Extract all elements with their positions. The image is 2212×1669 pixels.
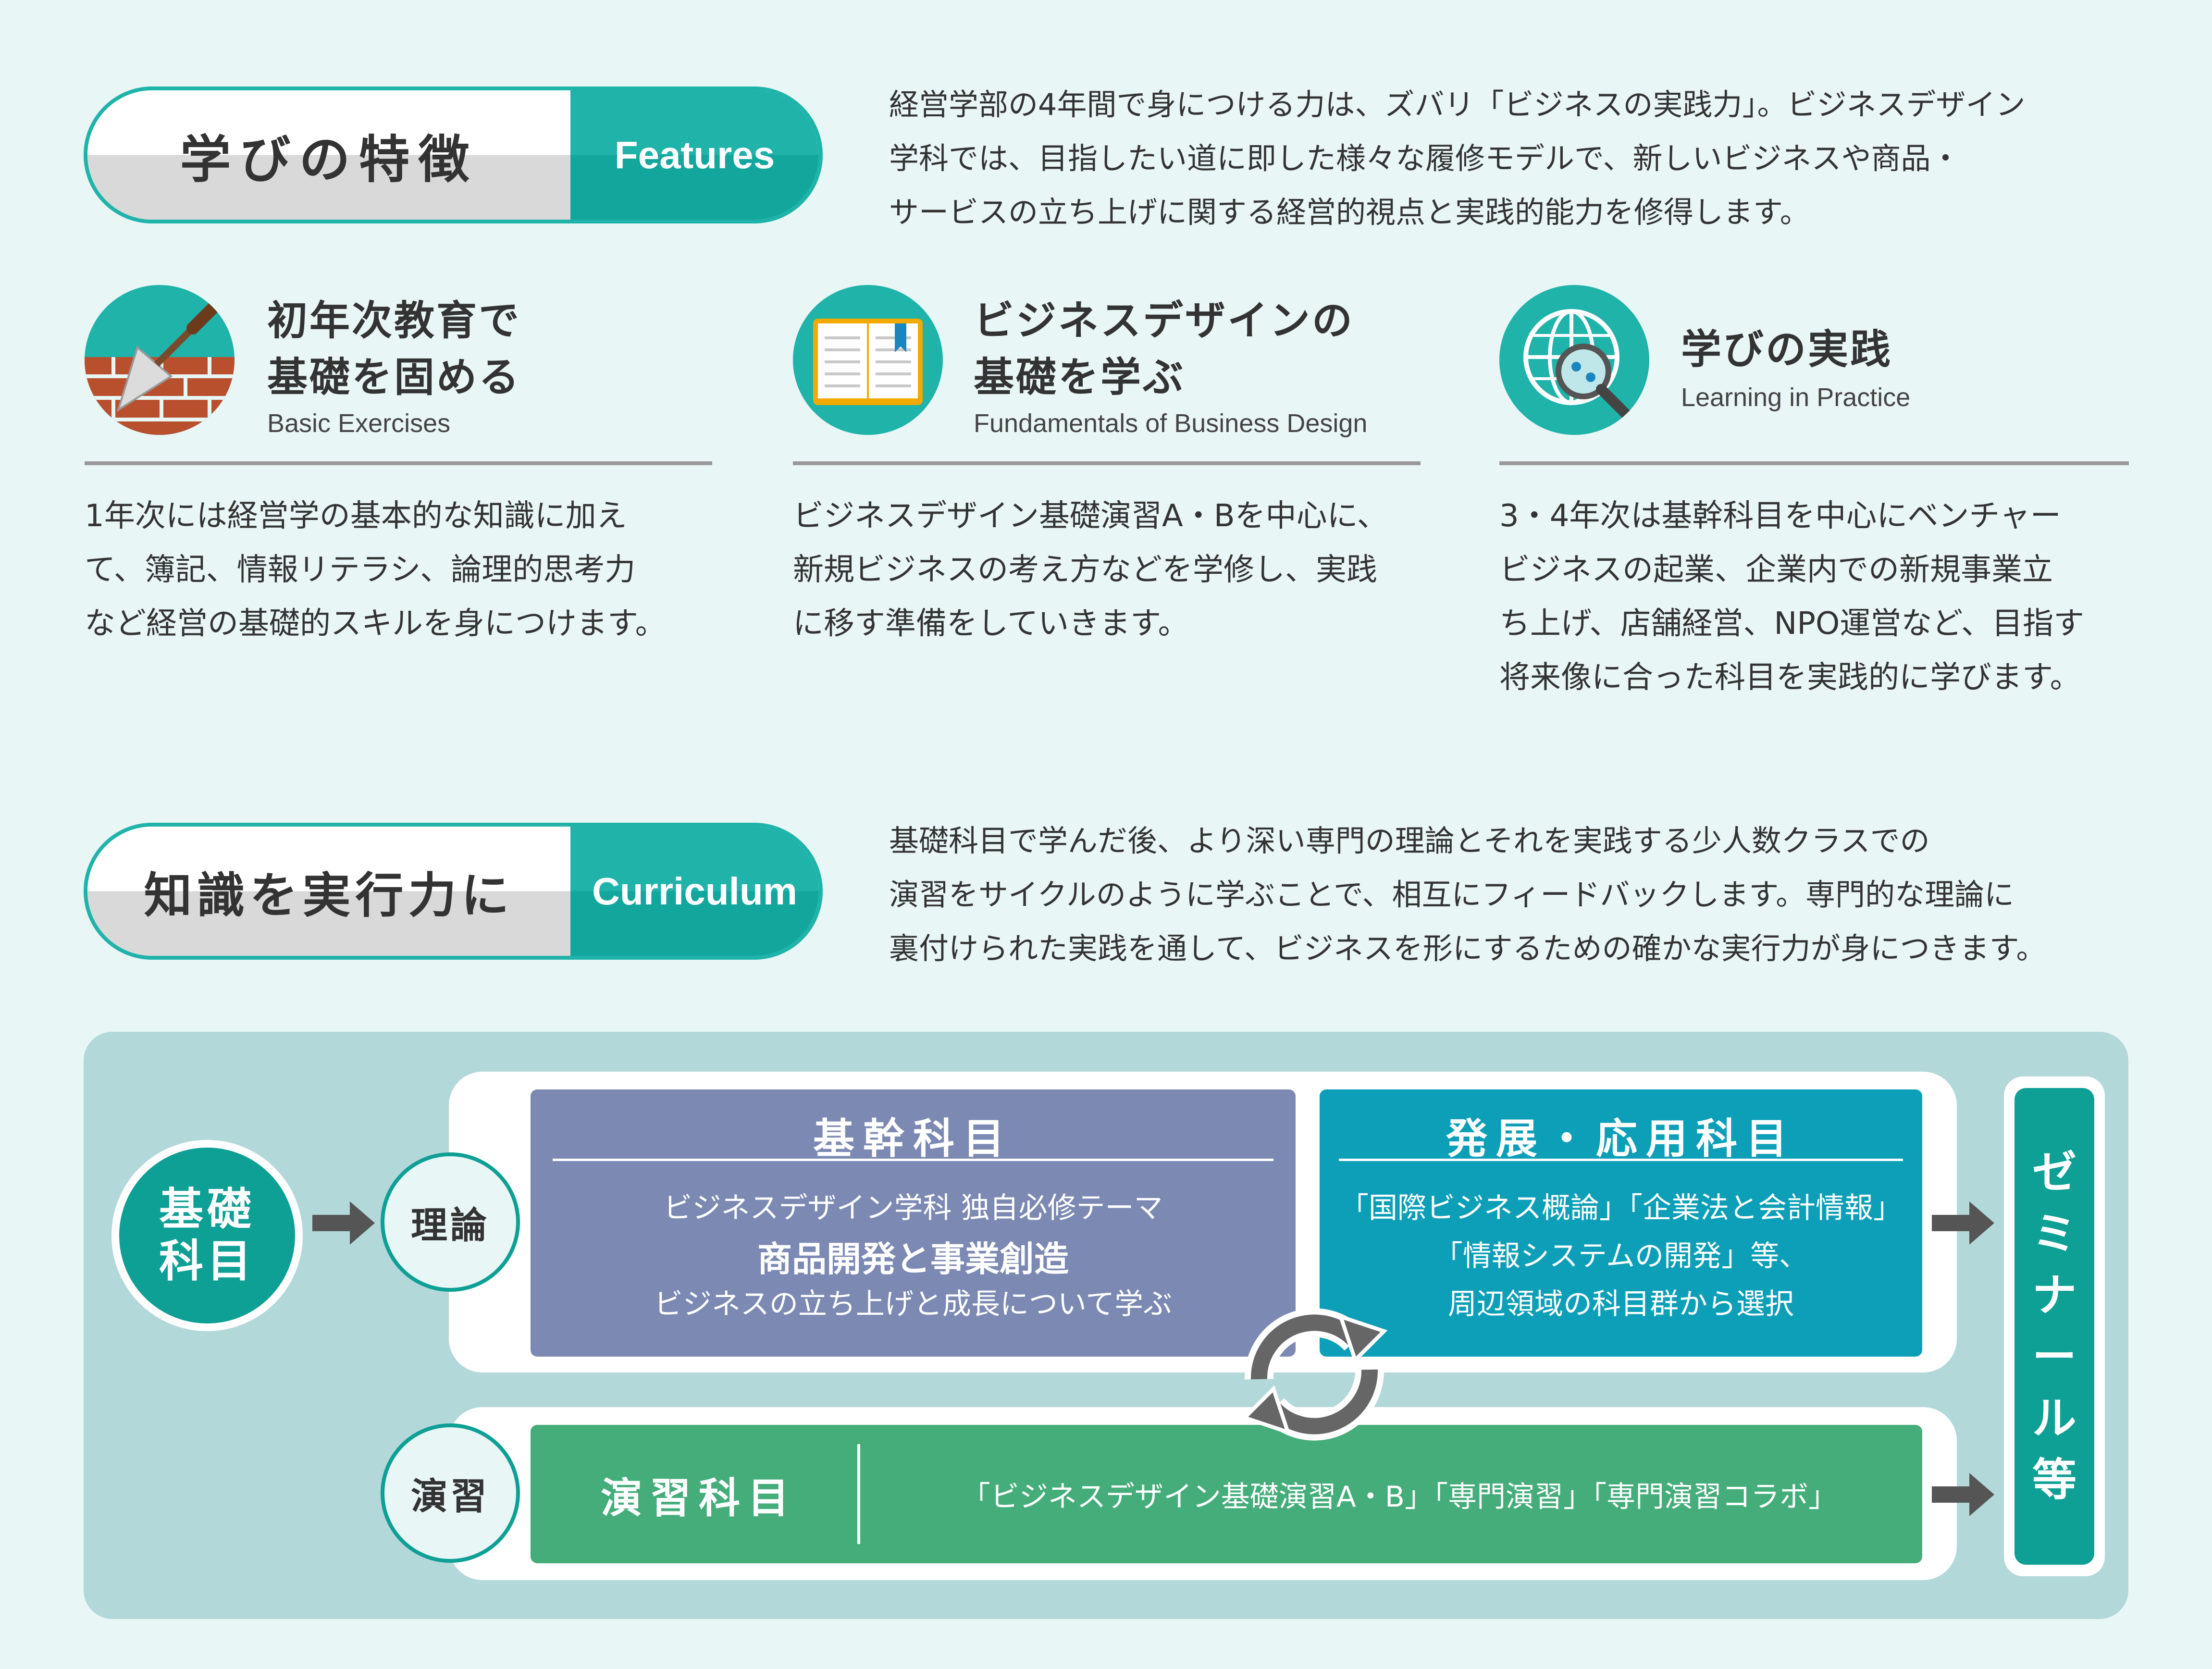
arrow-right-icon [1932,1473,1994,1516]
feature-title-2: ビジネスデザインの 基礎を学ぶ [974,297,1355,401]
features-intro: 経営学部の4年間で身につける力は、ズバリ「ビジネスの実践力」。ビジネスデザイン … [889,87,2026,230]
core-subjects-box: 基幹科目 ビジネスデザイン学科 独自必修テーマ 商品開発と事業創造 ビジネスの立… [531,1089,1296,1357]
core-subjects-title: 基幹科目 [813,1115,1013,1163]
feature-divider-1 [85,461,712,465]
feature-en-3: Learning in Practice [1681,383,1911,412]
curriculum-header: 知識を実行力に Curriculum [84,823,823,960]
exercise-subjects-title: 演習科目 [601,1474,797,1522]
core-line-1: ビジネスデザイン学科 独自必修テーマ [663,1191,1163,1225]
feature-en-1: Basic Exercises [267,409,451,438]
curriculum-intro: 基礎科目で学んだ後、より深い専門の理論とそれを実践する少人数クラスでの 演習をサ… [889,823,2046,966]
cycle-arrows-icon [1241,1308,1388,1441]
core-line-2: 商品開発と事業創造 [757,1239,1069,1279]
feature-divider-3 [1499,461,2129,465]
advanced-line-3: 周辺領域の科目群から選択 [1448,1287,1794,1321]
globe-magnifier-icon [1499,285,1649,435]
practice-circle: 演習 [381,1423,520,1563]
curriculum-header-title: 知識を実行力に [144,867,514,924]
features-header-title: 学びの特徴 [180,130,478,189]
advanced-line-1: 「国際ビジネス概論」「企業法と会計情報」 [1340,1191,1902,1225]
theory-circle: 理論 [381,1152,520,1292]
feature-en-2: Fundamentals of Business Design [974,409,1368,438]
feature-body-3: 3・4年次は基幹科目を中心にベンチャー ビジネスの起業、企業内での新規事業立 ち… [1499,498,2085,695]
feature-title-1: 初年次教育で 基礎を固める [267,297,521,401]
advanced-line-2: 「情報システムの開発」等、 [1433,1239,1808,1273]
base-subjects-circle: 基礎 科目 [111,1140,303,1331]
trowel-brick-icon [85,285,235,435]
arrow-right-icon [1932,1201,1994,1245]
advanced-subjects-box: 発展・応用科目 「国際ビジネス概論」「企業法と会計情報」 「情報システムの開発」… [1320,1089,1922,1357]
seminar-column: ゼ ミ ナ ー ル 等 [2004,1076,2105,1576]
arrow-right-icon [312,1201,375,1245]
advanced-subjects-title: 発展・応用科目 [1446,1115,1796,1163]
feature-title-3: 学びの実践 [1681,326,1893,373]
features-header-en: Features [614,133,775,176]
open-book-icon [793,285,943,435]
feature-body-2: ビジネスデザイン基礎演習A・Bを中心に、 新規ビジネスの考え方などを学修し、実践… [793,498,1388,642]
features-header: 学びの特徴 Features [84,87,823,223]
exercise-courses: 「ビジネスデザイン基礎演習A・B」「専門演習」「専門演習コラボ」 [961,1480,1838,1514]
curriculum-header-en: Curriculum [592,869,797,913]
feature-divider-2 [793,461,1421,465]
core-line-3: ビジネスの立ち上げと成長について学ぶ [654,1287,1173,1321]
exercise-subjects-box: 演習科目 「ビジネスデザイン基礎演習A・B」「専門演習」「専門演習コラボ」 [531,1425,1922,1563]
feature-body-1: 1年次には経営学の基本的な知識に加え て、簿記、情報リテラシ、論理的思考力 など… [85,498,666,642]
